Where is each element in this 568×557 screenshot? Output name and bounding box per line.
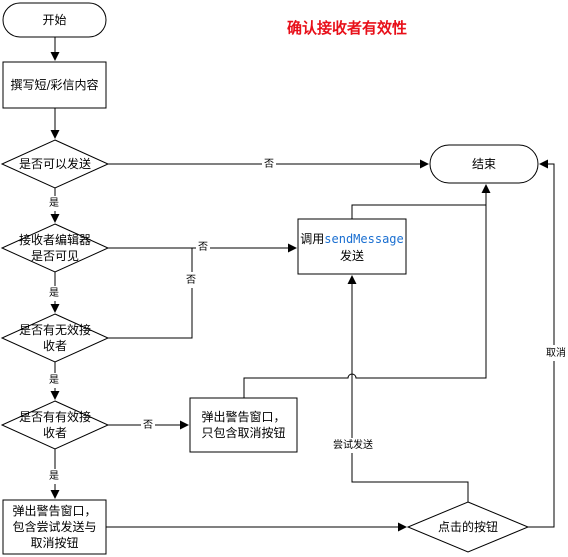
has-valid-label-line2: 收者 [42, 426, 67, 440]
end-label: 结束 [471, 157, 496, 171]
editor-visible-label-line2: 是否可见 [30, 249, 79, 263]
send-message-method: sendMessage [324, 232, 404, 246]
has-valid-label-line1: 是否有有效接 [18, 410, 91, 424]
edge-label-valid-no: 否 [143, 420, 153, 431]
can-send-label: 是否可以发送 [18, 157, 91, 171]
edge-label-try-send: 尝试发送 [333, 440, 373, 451]
edge-alert-cancel-end [243, 184, 491, 398]
alert-both-label-line1: 弹出警告窗口， [12, 504, 97, 518]
diagram-title: 确认接收者有效性 [286, 19, 407, 37]
end-terminal [429, 144, 539, 184]
edge-try-send [347, 275, 469, 502]
start-label: 开始 [42, 13, 67, 27]
edge-label-invalid-no: 否 [186, 275, 196, 286]
compose-process [2, 61, 107, 109]
alert-cancel-label-line2: 只包含取消按钮 [201, 426, 286, 440]
edge-label-editor-yes: 是 [49, 288, 59, 299]
call-prefix-text: 调用 [300, 232, 325, 246]
call-send-label-line2: 发送 [339, 249, 364, 263]
edge-label-invalid-yes: 是 [49, 375, 59, 386]
alert-cancel-label-line1: 弹出警告窗口， [201, 410, 286, 424]
edge-label-can-send-yes: 是 [49, 198, 59, 209]
edge-call-end [351, 204, 486, 219]
call-send-process [297, 218, 407, 275]
edge-label-can-send-no: 否 [264, 159, 274, 170]
clicked-button-decision [406, 501, 530, 553]
edge-label-valid-yes: 是 [49, 471, 59, 482]
edge-label-editor-no: 否 [198, 242, 208, 253]
call-send-label-line1: 调用sendMessage [298, 231, 406, 247]
alert-both-label-line2: 包含尝试发送与 [12, 520, 97, 534]
edge-invalid-no [108, 248, 193, 339]
alert-both-process [2, 499, 107, 555]
alert-both-label-line3: 取消按钮 [30, 536, 79, 550]
clicked-button-label: 点击的按钮 [437, 520, 498, 534]
compose-label: 撰写短/彩信内容 [10, 78, 99, 92]
has-invalid-label-line2: 收者 [42, 339, 67, 353]
edge-label-cancel: 取消 [546, 348, 566, 359]
editor-visible-label-line1: 接收者编辑器 [18, 233, 91, 247]
has-invalid-label-line1: 是否有无效接 [18, 323, 91, 337]
